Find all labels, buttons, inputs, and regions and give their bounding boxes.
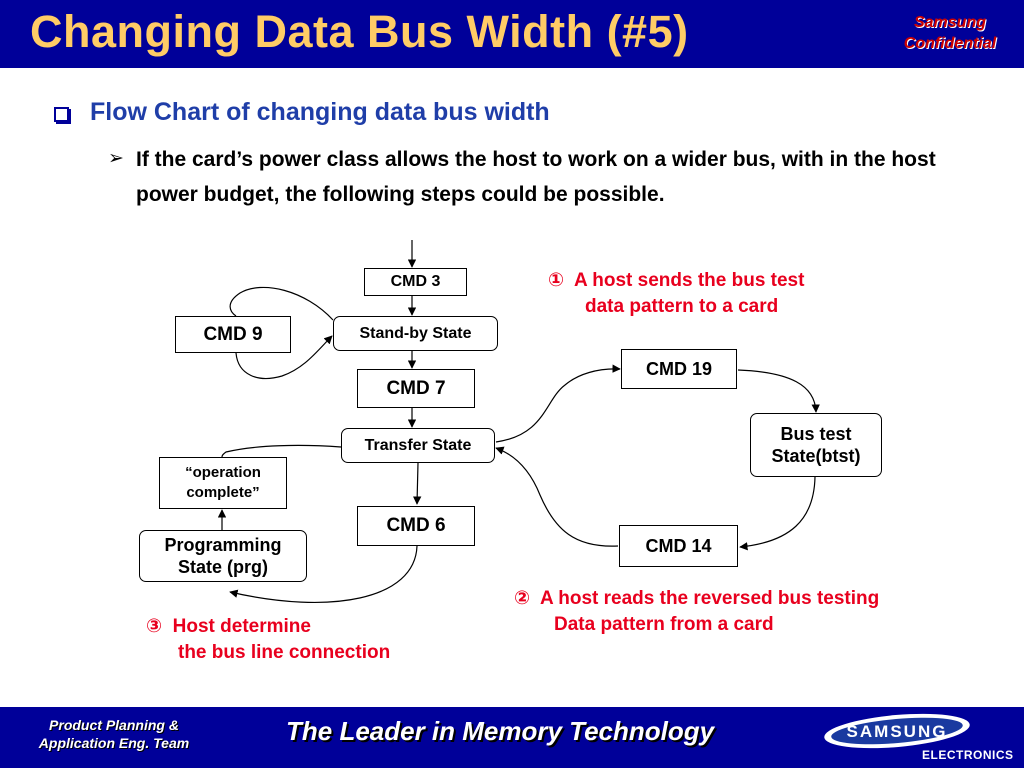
cmd6-to-prg-arrow xyxy=(229,545,418,603)
programming-state-line-1: Programming xyxy=(164,535,282,555)
footer-team-line-2: Application Eng. Team xyxy=(38,735,190,751)
footer-team: Product Planning & Application Eng. Team xyxy=(14,716,214,752)
node-programming-state: Programming State (prg) xyxy=(139,530,307,582)
page-title: Changing Data Bus Width (#5) xyxy=(30,6,689,57)
bullet-text: If the card’s power class allows the hos… xyxy=(136,148,936,206)
flowchart-connectors xyxy=(217,240,820,603)
note-2-line-1: A host reads the reversed bus testing xyxy=(539,588,880,609)
note-3-marker: ③ xyxy=(146,616,163,637)
btst-to-cmd14-arrow xyxy=(739,476,816,551)
confidential-line-2: Confidential xyxy=(903,35,997,52)
note-3: ③ Host determine the bus line connection xyxy=(146,614,390,666)
node-cmd7: CMD 7 xyxy=(357,369,475,408)
footer-tagline: The Leader in Memory Technology xyxy=(286,716,715,746)
note-2: ② A host reads the reversed bus testing … xyxy=(514,586,879,638)
arrow-bullet-icon: ➢ xyxy=(108,148,124,169)
operation-complete-line-2: complete” xyxy=(186,484,260,501)
node-cmd9: CMD 9 xyxy=(175,316,291,353)
samsung-electronics-label: ELECTRONICS xyxy=(922,748,1014,762)
cmd19-to-btst-arrow xyxy=(737,369,820,413)
node-cmd14: CMD 14 xyxy=(619,525,738,567)
note-1-marker: ① xyxy=(548,270,565,291)
samsung-logo-text: SAMSUNG xyxy=(847,722,948,741)
note-1: ① A host sends the bus test data pattern… xyxy=(548,268,804,320)
transfer-to-opcomplete-line xyxy=(221,444,342,458)
confidential-badge: Samsung Confidential xyxy=(880,12,1020,54)
cmd9-to-standby-loop xyxy=(235,335,333,380)
title-bar xyxy=(0,0,1024,68)
samsung-logo: SAMSUNG xyxy=(824,713,970,749)
operation-complete-line-1: “operation xyxy=(185,464,261,481)
bus-test-state-line-2: State(btst) xyxy=(771,446,861,466)
note-3-line-1: Host determine xyxy=(172,616,311,637)
bus-test-state-line-1: Bus test xyxy=(780,424,852,444)
note-2-marker: ② xyxy=(514,588,531,609)
node-cmd6: CMD 6 xyxy=(357,506,475,546)
node-standby-state: Stand-by State xyxy=(333,316,498,351)
section-heading: Flow Chart of changing data bus width xyxy=(90,98,550,126)
programming-state-line-2: State (prg) xyxy=(178,557,268,577)
cmd14-to-transfer-arrow xyxy=(495,446,619,547)
node-cmd3: CMD 3 xyxy=(364,268,467,296)
square-bullet-icon xyxy=(54,107,69,122)
node-cmd19: CMD 19 xyxy=(621,349,737,389)
note-3-line-2: the bus line connection xyxy=(178,642,391,663)
note-1-line-2: data pattern to a card xyxy=(585,296,779,317)
confidential-line-1: Samsung xyxy=(913,14,986,31)
footer-team-line-1: Product Planning & xyxy=(49,717,179,733)
transfer-to-cmd6-arrow xyxy=(412,462,422,505)
note-1-line-1: A host sends the bus test xyxy=(573,270,805,291)
node-operation-complete: “operation complete” xyxy=(159,457,287,509)
standby-to-cmd9-loop xyxy=(229,286,334,321)
node-transfer-state: Transfer State xyxy=(341,428,495,463)
node-bus-test-state: Bus test State(btst) xyxy=(750,413,882,477)
note-2-line-2: Data pattern from a card xyxy=(554,614,774,635)
transfer-to-cmd19-arrow xyxy=(495,364,621,443)
